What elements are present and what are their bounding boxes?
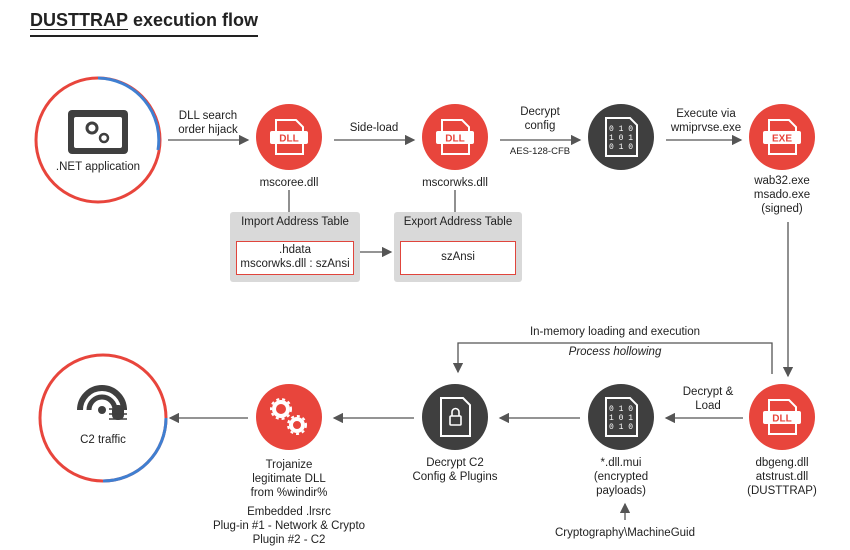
edge-aes: AES-128-CFB — [509, 146, 571, 157]
export-table-title: Export Address Table — [403, 216, 513, 228]
edge-process-hollowing: Process hollowing — [568, 346, 662, 358]
wab32-icon-text: EXE — [772, 134, 792, 145]
edge-decrypt-config: Decrypt config — [520, 106, 560, 132]
mscoree-dll-icon: DLL — [256, 104, 322, 170]
dbgeng-label: dbgeng.dll atstrust.dll (DUSTTRAP) — [747, 457, 817, 497]
dbgeng-dll-icon: DLL — [749, 384, 815, 450]
page-title: DUSTTRAP execution flow — [30, 10, 259, 37]
export-table-content: szAnsi — [400, 241, 516, 275]
mscorwks-icon-text: DLL — [445, 134, 464, 145]
svg-text:0 1 0: 0 1 0 — [609, 125, 633, 134]
c2-label: C2 traffic — [80, 434, 126, 446]
mscoree-icon-text: DLL — [279, 134, 298, 145]
edge-execute-via: Execute via wmiprvse.exe — [670, 108, 742, 134]
svg-text:0 1 0: 0 1 0 — [609, 405, 633, 414]
net-app-label: .NET application — [55, 161, 141, 173]
edge-side-load: Side-load — [349, 122, 399, 134]
mscoree-label: mscoree.dll — [259, 177, 319, 189]
signal-bug-icon — [77, 385, 127, 420]
gears-icon — [256, 384, 322, 450]
binary-file-icon: 0 1 0 1 0 1 0 1 0 — [588, 384, 654, 450]
mscorwks-dll-icon: DLL — [422, 104, 488, 170]
edge-decrypt-load: Decrypt & Load — [682, 386, 734, 412]
gears-window-icon — [68, 110, 128, 154]
embedded-note: Embedded .lrsrc Plug-in #1 - Network & C… — [212, 506, 366, 546]
c2-traffic-ring — [38, 353, 168, 483]
mscorwks-label: mscorwks.dll — [422, 177, 488, 189]
arrow-in-memory — [452, 342, 773, 374]
edge-machine-guid: Cryptography\MachineGuid — [555, 527, 695, 539]
dll-mui-label: *.dll.mui (encrypted payloads) — [593, 457, 649, 497]
edge-in-memory: In-memory loading and execution — [529, 326, 701, 338]
locked-file-icon — [422, 384, 488, 450]
svg-text:0 1 0: 0 1 0 — [609, 143, 633, 152]
import-table-content: .hdata mscorwks.dll : szAnsi — [236, 241, 354, 275]
wab32-label: wab32.exe msado.exe (signed) — [753, 175, 811, 215]
dbgeng-icon-text: DLL — [772, 414, 791, 425]
edge-dll-search: DLL search order hijack — [178, 110, 238, 136]
net-application-ring — [34, 76, 162, 204]
binary-file-icon: 0 1 0 1 0 1 0 1 0 — [588, 104, 654, 170]
export-address-table: Export Address Table szAnsi — [394, 212, 522, 282]
svg-text:1 0 1: 1 0 1 — [609, 414, 633, 423]
import-address-table: Import Address Table .hdata mscorwks.dll… — [230, 212, 360, 282]
trojanize-label: Trojanize legitimate DLL from %windir% — [250, 459, 328, 499]
svg-text:1 0 1: 1 0 1 — [609, 134, 633, 143]
title-brand: DUSTTRAP — [30, 10, 128, 30]
title-rest: execution flow — [128, 10, 259, 30]
decrypt-c2-label: Decrypt C2 Config & Plugins — [412, 457, 498, 483]
import-table-title: Import Address Table — [241, 216, 349, 228]
wab32-exe-icon: EXE — [749, 104, 815, 170]
svg-text:0 1 0: 0 1 0 — [609, 423, 633, 432]
